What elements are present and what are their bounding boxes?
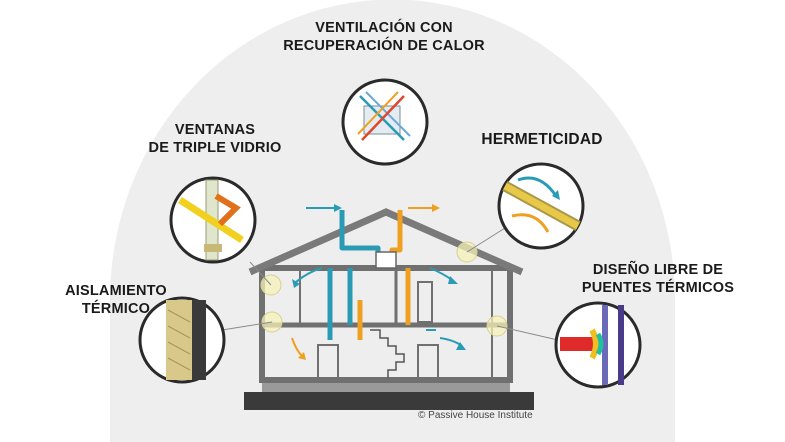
triple-window-detail-circle <box>169 176 257 264</box>
airtightness-detail-circle <box>497 162 585 250</box>
copyright-credit: © Passive House Institute <box>418 410 533 421</box>
label-ventilation-heat-recovery: VENTILACIÓN CON RECUPERACIÓN DE CALOR <box>270 19 498 55</box>
label-line: HERMETICIDAD <box>481 131 603 148</box>
label-thermal-bridge-free: DISEÑO LIBRE DE PUENTES TÉRMICOS <box>578 261 738 297</box>
background-dome <box>110 0 675 442</box>
ground-slab <box>244 392 534 410</box>
heat-recovery-detail-circle <box>341 78 429 166</box>
label-line: VENTILACIÓN CON <box>315 20 453 36</box>
airflow-arrows <box>291 204 466 360</box>
label-triple-windows: VENTANAS DE TRIPLE VIDRIO <box>140 121 290 157</box>
thermal-bridge-detail-circle <box>554 301 642 389</box>
connector-lines <box>221 227 559 341</box>
label-thermal-insulation: AISLAMIENTO TÉRMICO <box>57 282 175 318</box>
label-line: RECUPERACIÓN DE CALOR <box>283 38 485 54</box>
staircase <box>370 329 405 378</box>
insulation-detail-circle <box>138 296 226 384</box>
label-airtightness: HERMETICIDAD <box>472 131 612 149</box>
label-line: PUENTES TÉRMICOS <box>581 280 735 296</box>
label-line: DE TRIPLE VIDRIO <box>148 140 282 156</box>
label-line: DISEÑO LIBRE DE <box>592 262 724 278</box>
label-line: TÉRMICO <box>81 301 151 317</box>
label-line: AISLAMIENTO <box>65 283 167 299</box>
heat-recovery-unit <box>375 251 397 269</box>
label-line: VENTANAS <box>174 122 256 138</box>
